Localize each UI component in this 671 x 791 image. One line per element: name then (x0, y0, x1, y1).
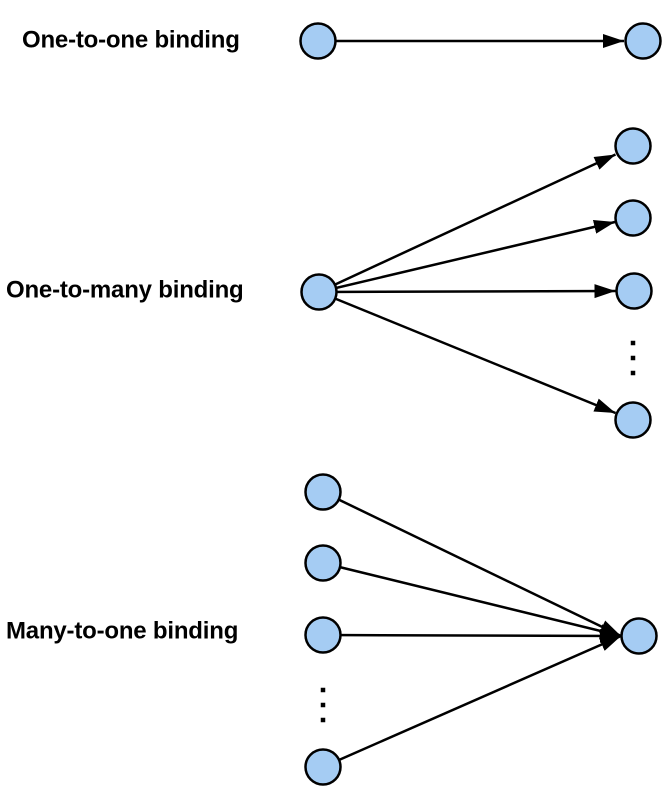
one-to-many-ellipsis-dot (630, 355, 636, 361)
many-to-one-node (304, 544, 342, 582)
one-to-many-arrow (318, 284, 616, 299)
many-to-one-node (304, 616, 342, 654)
one-to-many-ellipsis-dot (630, 370, 636, 376)
many-to-one-node (304, 473, 342, 511)
many-to-one-ellipsis-dot (320, 717, 326, 723)
ellipsis-layer (320, 340, 636, 723)
one-to-many-arrow (318, 220, 616, 294)
one-to-one-node (624, 22, 662, 60)
many-to-one-arrow (322, 561, 622, 638)
label-many-to-one-binding: Many-to-one binding (6, 617, 239, 645)
many-to-one-arrow (322, 628, 622, 643)
label-one-to-one-binding: One-to-one binding (22, 26, 240, 54)
many-to-one-arrow (322, 634, 622, 769)
many-to-one-node (304, 748, 342, 786)
edges-layer (318, 34, 624, 769)
many-to-one-node (620, 617, 658, 655)
nodes-layer (299, 22, 662, 786)
one-to-many-node (614, 127, 652, 165)
one-to-many-node (300, 273, 338, 311)
label-one-to-many-binding: One-to-many binding (6, 276, 244, 304)
one-to-many-node (615, 272, 653, 310)
many-to-one-ellipsis-dot (320, 702, 326, 708)
one-to-many-arrow (318, 153, 617, 294)
one-to-many-node (614, 199, 652, 237)
one-to-many-arrow (318, 290, 616, 415)
one-to-many-ellipsis-dot (630, 340, 636, 346)
many-to-one-ellipsis-dot (320, 687, 326, 693)
many-to-one-arrow (322, 490, 622, 638)
one-to-many-node (614, 401, 652, 439)
one-to-one-node (299, 22, 337, 60)
